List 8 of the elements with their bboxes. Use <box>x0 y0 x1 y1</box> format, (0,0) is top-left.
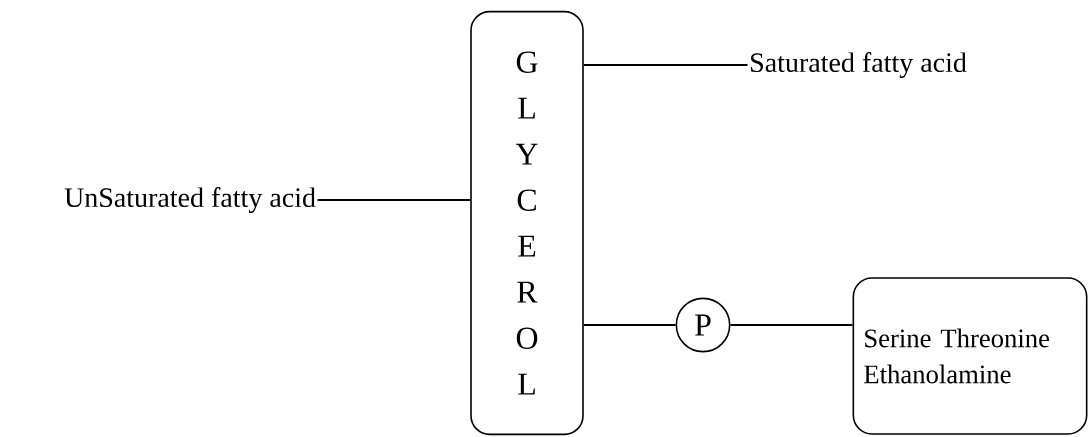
connector-line <box>582 324 677 326</box>
connector-line <box>582 64 749 66</box>
text-label: Saturated fatty acid <box>751 52 967 78</box>
head-group-box: Serine Threonine Ethanolamine <box>852 277 1088 435</box>
connector-line <box>316 199 472 201</box>
text-label: UnSaturated fatty acid <box>64 187 316 213</box>
connector-line <box>729 324 854 326</box>
glycerol-box: G L Y C E R O L <box>470 10 584 436</box>
